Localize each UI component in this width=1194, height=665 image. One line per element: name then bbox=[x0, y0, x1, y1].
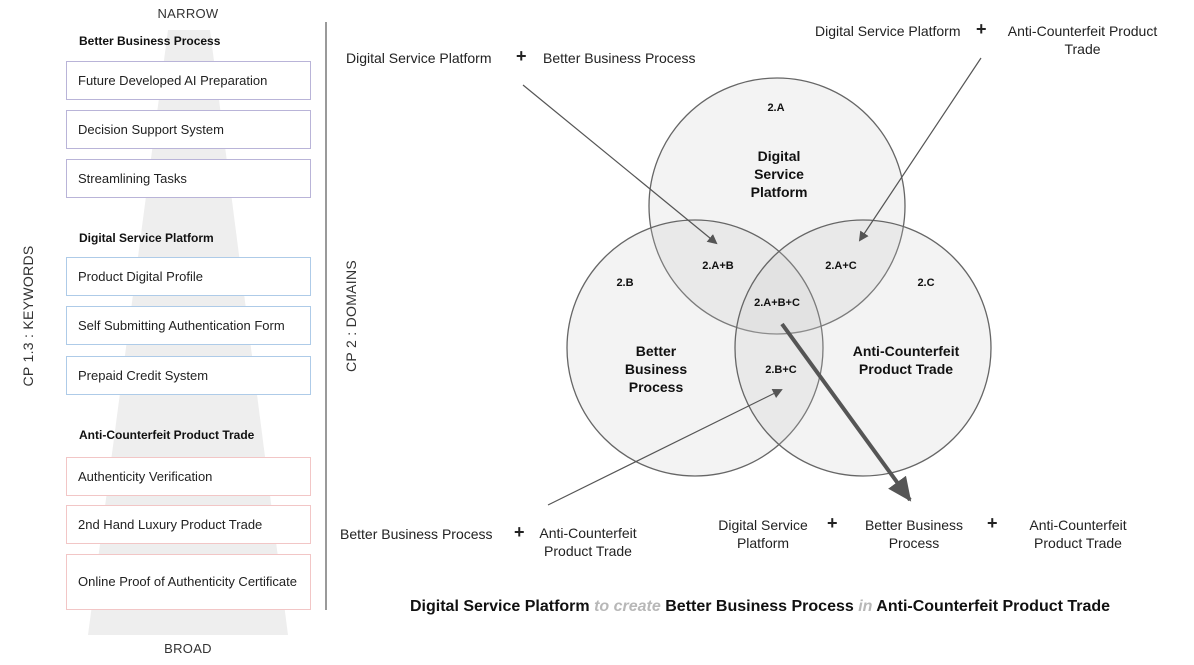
region-code-c: 2.C bbox=[917, 277, 935, 289]
annotation-top-right-b: Anti-Counterfeit Product Trade bbox=[1007, 23, 1158, 57]
pyramid-top-label: NARROW bbox=[157, 6, 219, 21]
keyword-item: Product Digital Profile bbox=[66, 257, 311, 296]
keyword-item: 2nd Hand Luxury Product Trade bbox=[66, 505, 311, 544]
circle-label-better-business: Better Business Process bbox=[624, 343, 688, 395]
region-code-abc: 2.A+B+C bbox=[754, 297, 800, 309]
plus-symbol: + bbox=[987, 513, 998, 533]
region-code-bc: 2.B+C bbox=[765, 364, 797, 376]
formula-part-2: Better Business Process bbox=[665, 598, 854, 615]
circle-label-anti-counterfeit: Anti-Counterfeit Product Trade bbox=[852, 343, 960, 377]
annotation-top-left-b: Better Business Process bbox=[543, 50, 696, 66]
keyword-item: Decision Support System bbox=[66, 110, 311, 149]
annotation-bottom-left-a: Better Business Process bbox=[340, 526, 493, 542]
annotation-top-right-a: Digital Service Platform bbox=[815, 23, 961, 39]
pyramid-bottom-label: BROAD bbox=[164, 641, 212, 656]
summary-formula: Digital Service Platform to create Bette… bbox=[410, 598, 1110, 616]
formula-part-3: Anti-Counterfeit Product Trade bbox=[876, 598, 1111, 615]
keyword-item: Future Developed AI Preparation bbox=[66, 61, 311, 100]
arrow-bottom-left bbox=[547, 389, 783, 506]
annotation-bottom-left-b: Anti-Counterfeit Product Trade bbox=[539, 525, 637, 559]
keyword-item: Online Proof of Authenticity Certificate bbox=[66, 554, 311, 610]
keyword-item: Prepaid Credit System bbox=[66, 356, 311, 395]
plus-symbol: + bbox=[976, 19, 987, 39]
annotation-bottom-right-c: Anti-Counterfeit Product Trade bbox=[1029, 517, 1127, 551]
region-code-ab: 2.A+B bbox=[702, 260, 734, 272]
formula-part-1: Digital Service Platform bbox=[410, 598, 590, 615]
keyword-group-title-digital-service: Digital Service Platform bbox=[79, 231, 214, 245]
section-divider bbox=[325, 22, 327, 610]
plus-symbol: + bbox=[514, 522, 525, 542]
annotation-bottom-right-b: Better Business Process bbox=[864, 517, 964, 551]
region-code-b: 2.B bbox=[616, 277, 634, 289]
keyword-group-title-better-business: Better Business Process bbox=[79, 34, 221, 48]
venn-circle-digital-service bbox=[648, 77, 906, 335]
circle-label-digital-service: Digital Service Platform bbox=[750, 148, 808, 200]
keyword-item: Streamlining Tasks bbox=[66, 159, 311, 198]
annotation-top-left-a: Digital Service Platform bbox=[346, 50, 492, 66]
arrow-center-result bbox=[780, 322, 912, 502]
arrow-top-right bbox=[858, 57, 982, 242]
formula-connector-1: to create bbox=[594, 598, 661, 615]
keyword-item: Authenticity Verification bbox=[66, 457, 311, 496]
venn-circle-better-business bbox=[566, 219, 824, 477]
keyword-group-title-anti-counterfeit: Anti-Counterfeit Product Trade bbox=[79, 428, 255, 442]
keyword-item: Self Submitting Authentication Form bbox=[66, 306, 311, 345]
annotation-bottom-right-a: Digital Service Platform bbox=[718, 517, 808, 551]
region-code-a: 2.A bbox=[767, 102, 785, 114]
plus-symbol: + bbox=[827, 513, 838, 533]
venn-circle-anti-counterfeit bbox=[734, 219, 992, 477]
region-code-ac: 2.A+C bbox=[825, 260, 857, 272]
arrow-top-left bbox=[522, 84, 718, 245]
formula-connector-2: in bbox=[858, 598, 873, 615]
plus-symbol: + bbox=[516, 46, 527, 66]
